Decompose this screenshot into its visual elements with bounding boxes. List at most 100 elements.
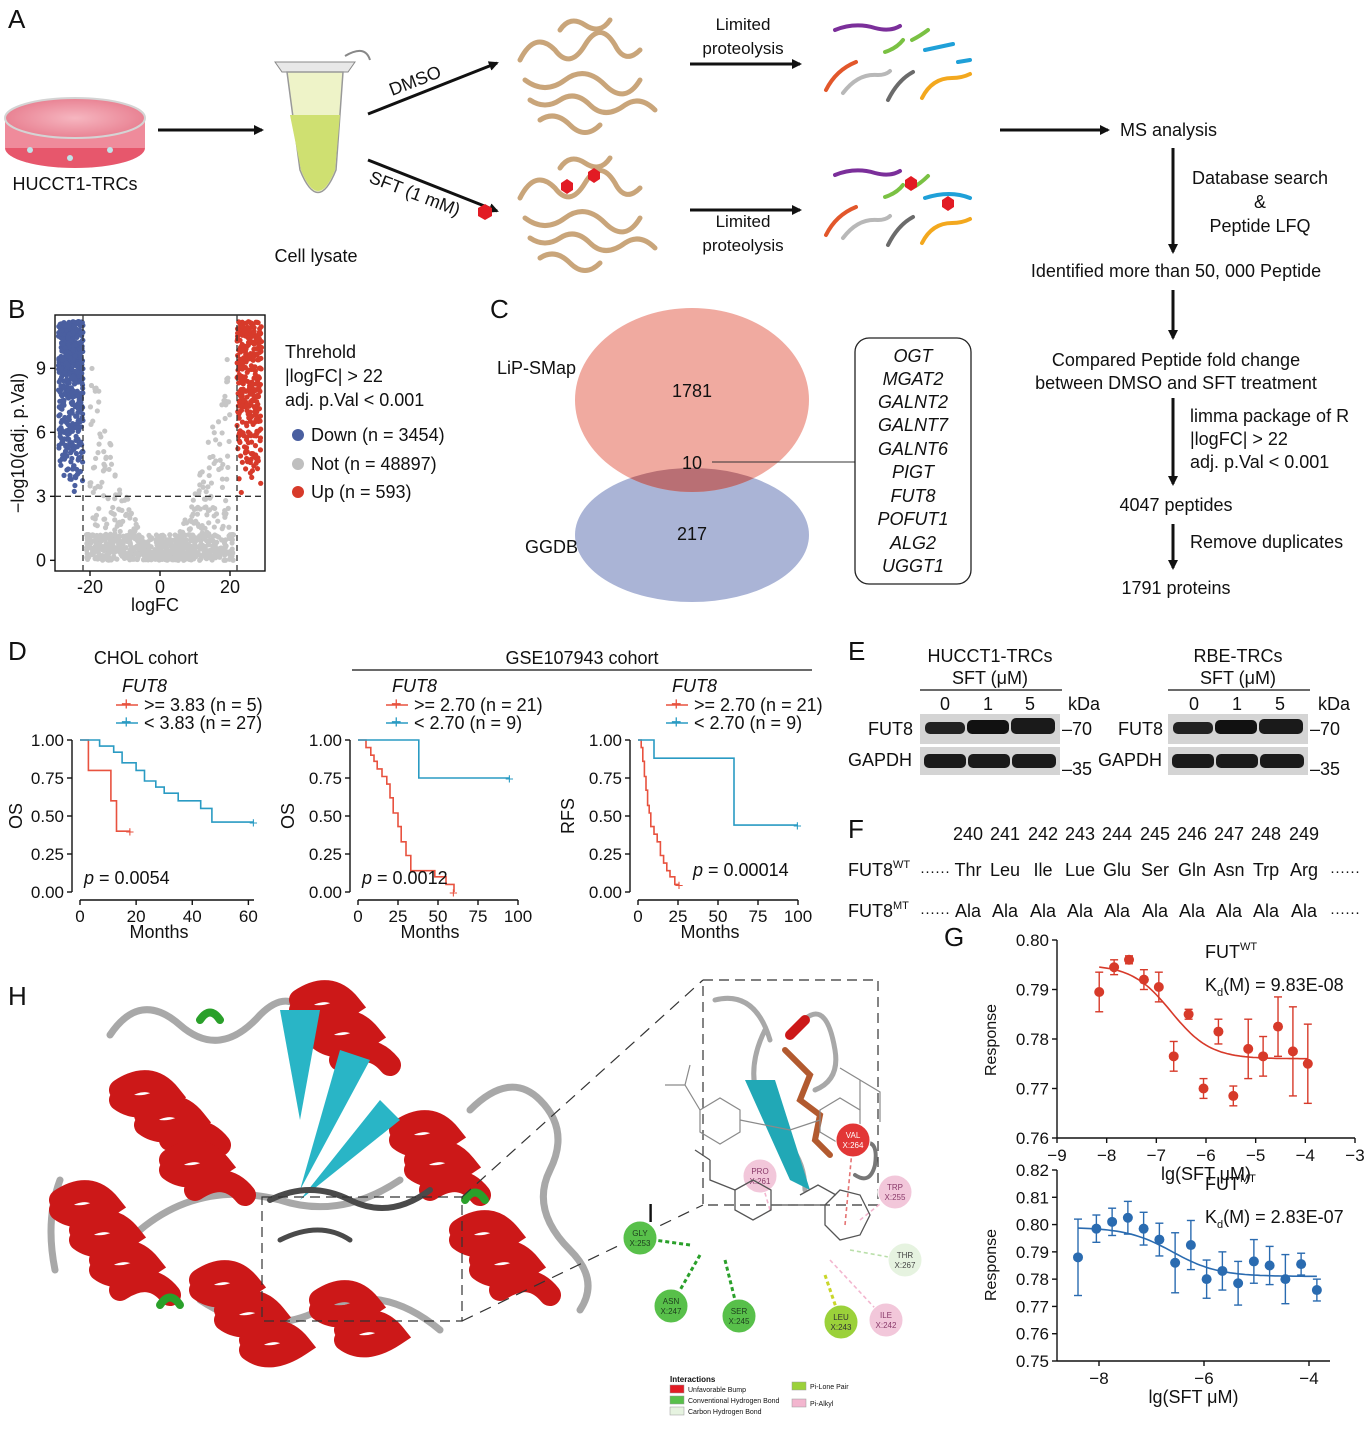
volcano-point-not [184,549,191,555]
km-legend-low: < 3.83 (n = 27) [144,713,262,733]
blot2-dose: 1 [1232,694,1242,714]
volcano-point-not [116,487,123,493]
panel-label-b: B [8,294,25,324]
volcano-point-not [217,457,223,463]
volcano-point-not [183,520,190,526]
volcano-point-not [219,430,225,436]
interaction-legend-swatch [669,1395,685,1405]
km-ytick: 0.00 [31,883,64,902]
seq-mt-residue: Ala [1067,901,1094,921]
volcano-point-down [57,433,63,440]
seq-position: 244 [1102,824,1132,844]
mst-ytick: 0.78 [1016,1030,1049,1049]
volcano-point-up [236,372,242,378]
western-blot-rbe: RBE-TRCs SFT (μM) 0 1 5 kDa FUT8 GAPDH –… [1098,646,1351,779]
cohort-chol: CHOL cohort [94,648,198,668]
mst-xtick: −9 [1047,1146,1066,1165]
volcano-point-down [75,401,81,407]
volcano-point-not [95,450,101,456]
km-censor-mark: + [675,877,684,894]
residue-name: GLY [632,1229,648,1238]
volcano-point-up [237,321,243,327]
residue-node [721,1298,757,1334]
volcano-point-down [57,331,63,337]
km-curve-low [80,739,254,823]
volcano-point-down [57,458,63,464]
blot2-subtitle: SFT (μM) [1200,668,1276,688]
seq-position: 249 [1289,824,1319,844]
volcano-point-down [80,459,86,465]
seq-position: 245 [1140,824,1170,844]
interaction-line [849,1249,906,1261]
volcano-point-up [244,455,250,462]
volcano-point-not [211,430,217,436]
volcano-point-up [253,460,259,466]
volcano-point-down [67,410,73,416]
volcano-point-not [162,549,168,555]
legend-up-marker [292,486,304,498]
volcano-point-not [147,534,153,540]
volcano-point-not [95,483,101,490]
volcano-point-not [163,555,169,561]
volcano-point-down [80,348,86,355]
volcano-point-not [96,399,102,405]
mst-point [1138,974,1149,985]
mst-point [1228,1090,1239,1101]
seq-mt-residue: Ala [1030,901,1057,921]
interaction-line [723,1259,741,1317]
volcano-point-down [62,414,68,421]
volcano-point-not [191,537,198,543]
panel-label-c: C [490,294,509,324]
volcano-point-down [62,369,68,376]
volcano-point-not [127,515,133,521]
mst-ytick: 0.79 [1016,1243,1049,1262]
ligand-bond [771,1204,791,1206]
venn-only2: 217 [677,524,707,544]
volcano-point-not [224,356,230,363]
volcano-point-up [239,430,246,436]
km-ytick: 0.75 [589,769,622,788]
seq-position: 240 [953,824,983,844]
volcano-point-not [201,496,208,502]
km-xtick: 0 [353,907,362,926]
volcano-point-up [252,443,259,449]
volcano-point-not [197,506,203,512]
seq-mt-label: FUT8MT [848,900,909,921]
volcano-point-not [109,542,115,548]
interaction-line [669,1254,702,1307]
km-xtick: 25 [669,907,688,926]
volcano-point-not [99,479,105,485]
volcano-point-not [210,543,216,549]
km-legend-marker: + [671,694,682,714]
km-xtick: 100 [784,907,812,926]
interaction-legend-swatch [791,1398,807,1408]
volcano-point-not [206,472,212,479]
blot2-marker-70: –70 [1310,719,1340,739]
volcano-point-not [215,518,221,524]
venn-set1-label: LiP-SMap [497,358,576,378]
volcano-point-not [167,532,173,538]
interaction-legend-swatch [791,1381,807,1391]
residue-node [835,1122,871,1158]
volcano-point-down [64,353,70,359]
volcano-point-down [59,357,65,363]
volcano-point-up [239,331,245,337]
volcano-point-not [94,523,100,529]
volcano-point-not [211,513,217,519]
volcano-point-not [226,556,233,562]
volcano-point-up [257,418,263,424]
residue-node [823,1304,859,1340]
volcano-ytick: 6 [36,422,46,442]
volcano-point-not [175,557,181,563]
volcano-point-up [235,330,241,336]
volcano-point-not [189,513,195,519]
mst-point [1094,986,1105,997]
volcano-point-not [154,547,160,553]
volcano-point-not [143,553,149,559]
volcano-point-not [197,557,203,563]
volcano-point-up [235,446,241,452]
volcano-point-down [74,444,80,450]
volcano-point-up [244,394,250,400]
volcano-point-not [219,476,226,482]
volcano-point-down [79,411,86,417]
